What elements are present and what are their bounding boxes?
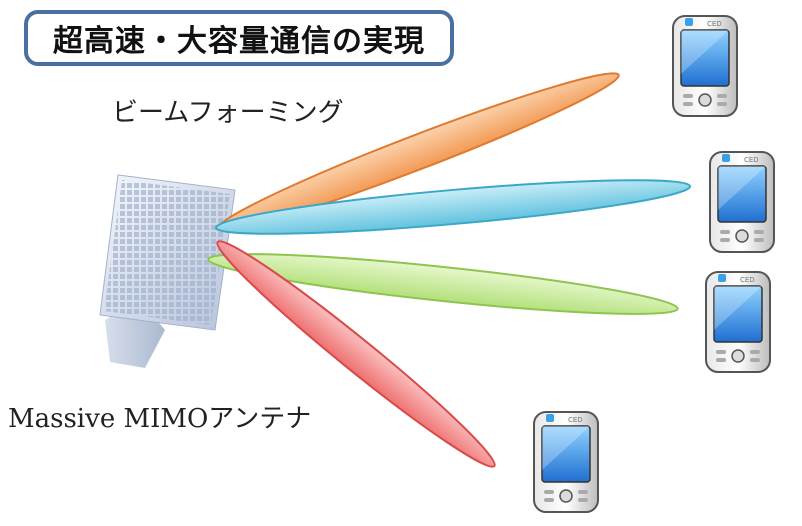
smartphone-icon: [709, 151, 775, 253]
smartphone-icon: [672, 15, 738, 117]
beam-green: [207, 253, 679, 315]
beam-red: [216, 240, 496, 468]
antenna-panel-icon: [99, 174, 236, 368]
page-title: 超高速・大容量通信の実現: [53, 24, 425, 59]
antenna-label: Massive MIMOアンテナ: [8, 404, 312, 434]
smartphone-icon: [705, 271, 771, 373]
smartphone-icon: [533, 411, 599, 513]
beam-blue: [214, 179, 692, 235]
title-box: 超高速・大容量通信の実現: [24, 10, 454, 66]
beamforming-label: ビームフォーミング: [112, 98, 344, 128]
